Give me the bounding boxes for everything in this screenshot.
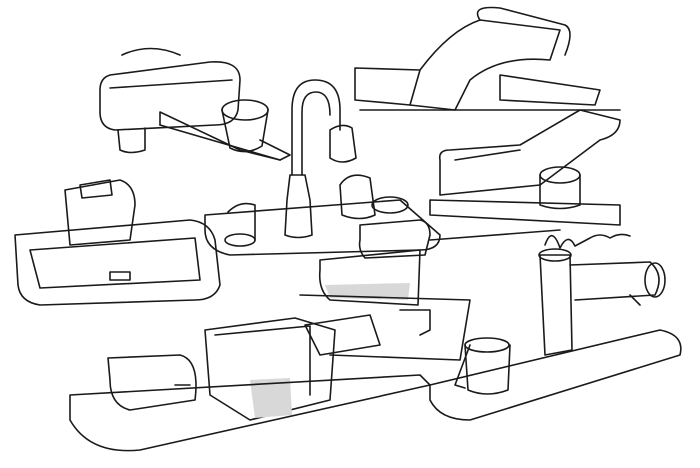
sketch-waterfall-faucet — [299, 219, 561, 361]
sketch-sink — [14, 179, 221, 306]
sketch-angled-faucet — [429, 109, 621, 226]
sketch-pipe-faucet — [429, 248, 682, 421]
signature-mark — [544, 233, 631, 249]
sketch-bottom-box-faucets — [69, 314, 431, 452]
sketch-gooseneck-faucet — [204, 79, 441, 256]
sketch-top-right-faucet — [354, 6, 621, 111]
sketch-top-left-faucet — [99, 47, 291, 161]
